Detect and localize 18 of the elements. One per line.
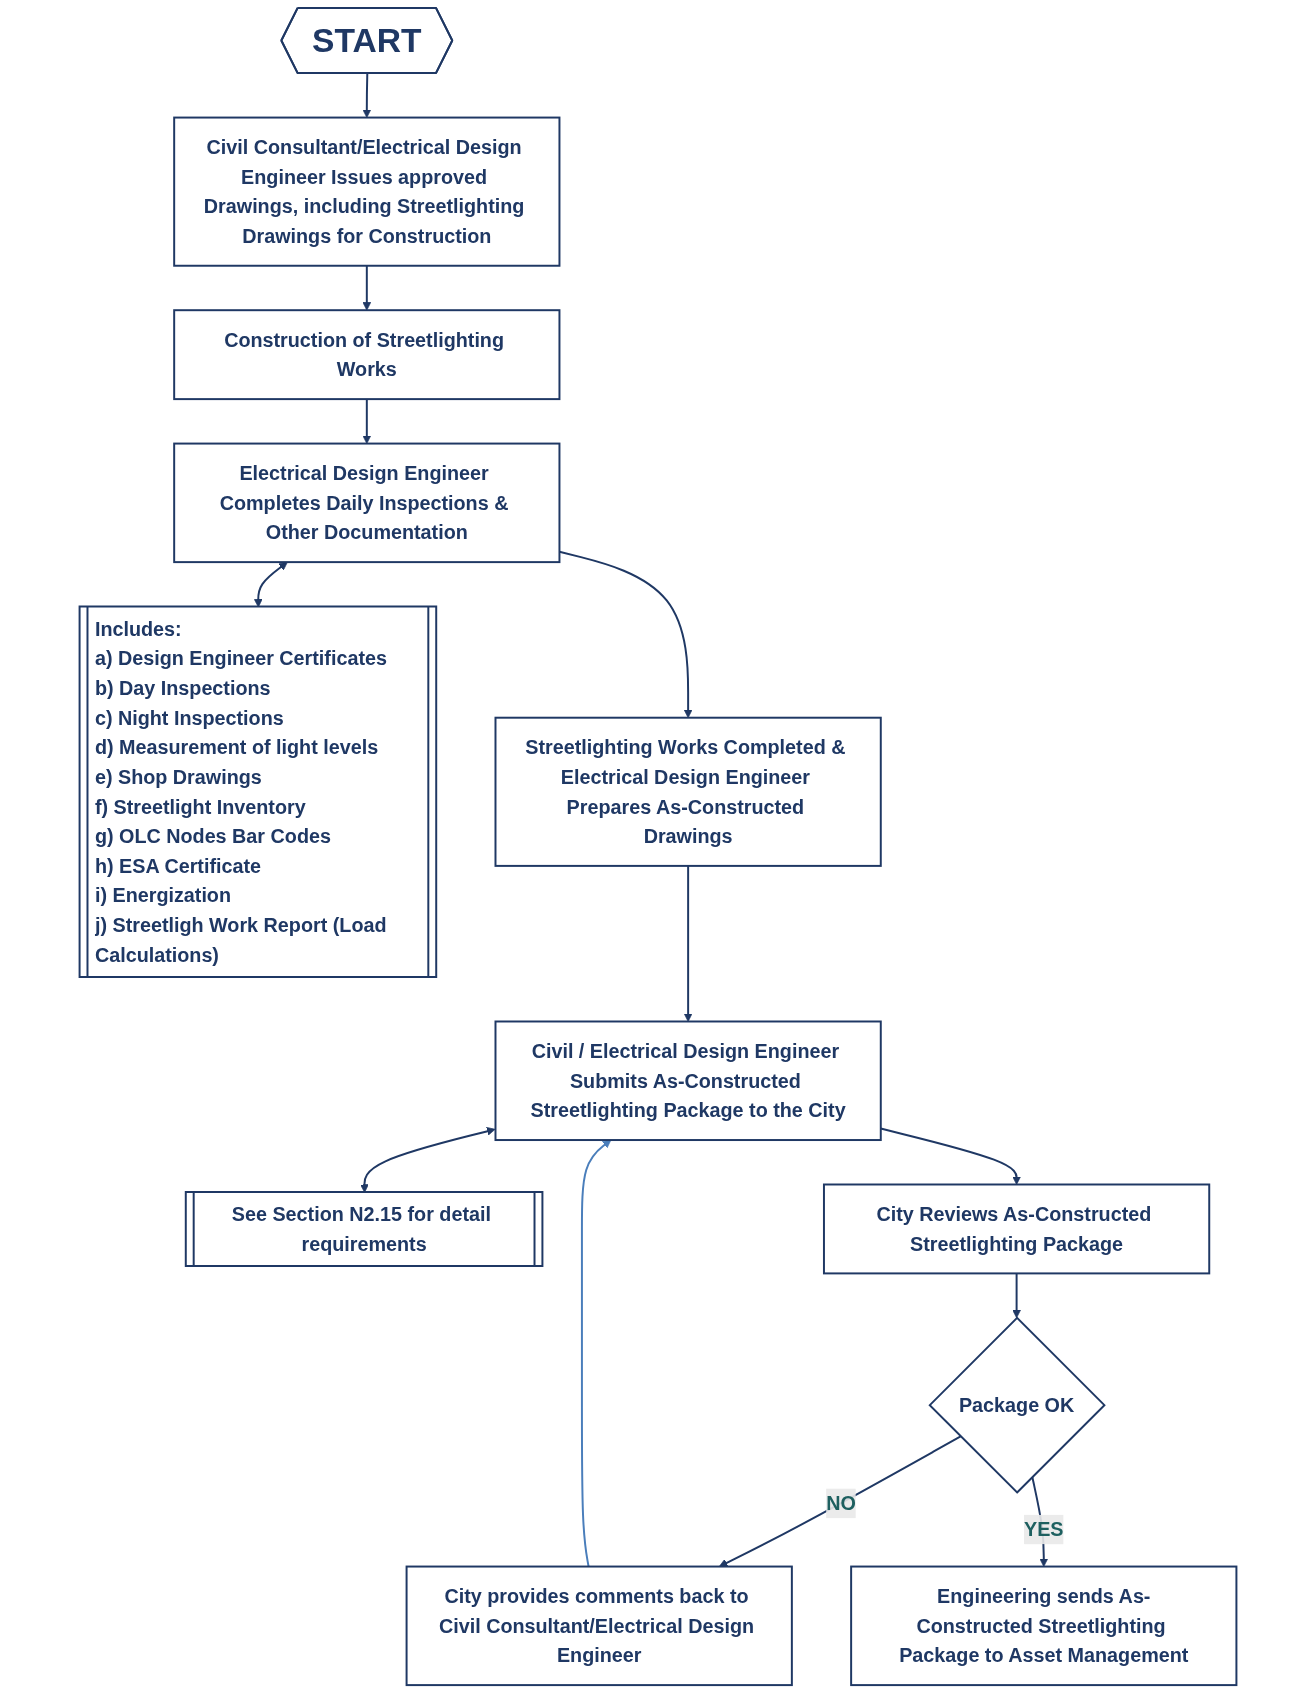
node-box: Engineering sends As-Constructed Streetlighting Package to Asset Management [850,1565,1238,1687]
edge-label: NO [826,1492,856,1515]
arrow [718,1435,962,1567]
node-box: Electrical Design Engineer Completes Daily Inspections & Other Documentation [173,442,561,564]
arrow [362,264,372,311]
node-box: City provides comments back to Civil Consultant/Electrical Design Engineer [405,1565,793,1687]
edge-label: YES [1024,1518,1064,1541]
node-box: Civil / Electrical Design Engineer Submits As-Constructed Streetlighting Package to the City [494,1020,882,1142]
node-diamond: Package OK [928,1316,1106,1494]
node-box: Civil Consultant/Electrical Design Engineer Issues approved Drawings, including Streetlighting Drawings for Construction [173,116,561,267]
arrow [362,72,372,118]
arrow [683,864,693,1022]
node-box: City Reviews As-Constructed Streetlighting Package [822,1183,1211,1275]
arrow [580,1139,612,1568]
node-box: Streetlighting Works Completed & Electrical Design Engineer Prepares As-Constructed Drawings [494,716,882,867]
arrow [1012,1272,1021,1319]
node-box: Construction of Streetlighting Works [173,309,561,401]
arrow [362,398,372,444]
